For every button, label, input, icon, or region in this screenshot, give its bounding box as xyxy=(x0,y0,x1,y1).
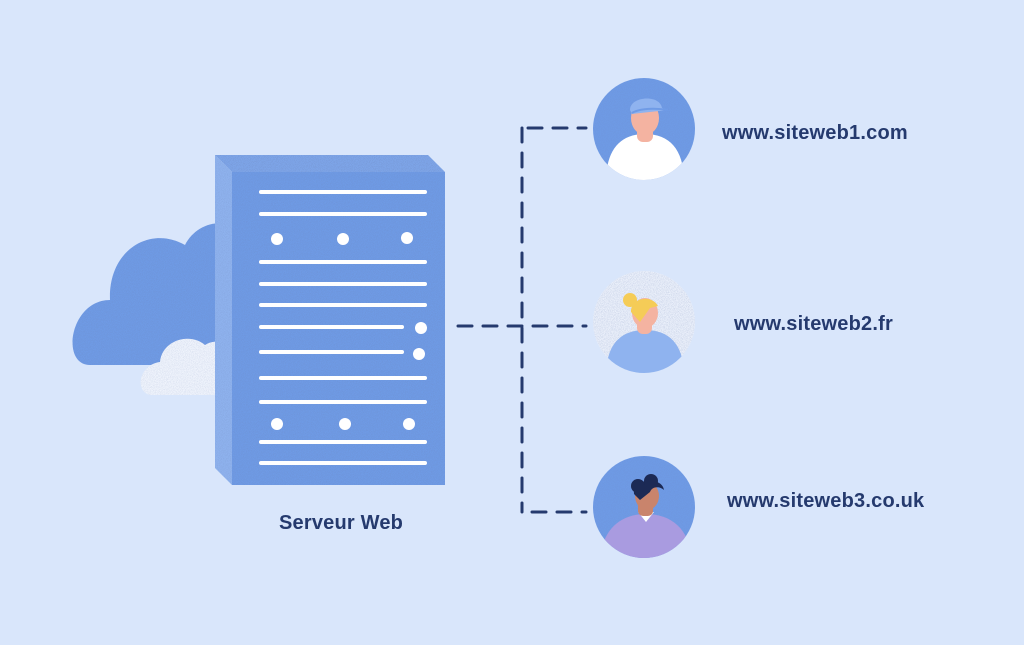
server-indicator-dot xyxy=(271,233,283,245)
connector-lines xyxy=(456,126,588,514)
server-icon xyxy=(215,155,445,485)
user-avatar-blonde-icon xyxy=(593,271,695,373)
server-panel-dots xyxy=(271,232,427,430)
server-indicator-dot xyxy=(271,418,283,430)
server-indicator-dot xyxy=(339,418,351,430)
user-avatar-cap-icon xyxy=(593,78,695,180)
server-panel-lines xyxy=(259,190,427,465)
server-indicator-dot xyxy=(415,322,427,334)
server-indicator-dot xyxy=(337,233,349,245)
server-indicator-dot xyxy=(403,418,415,430)
server-indicator-dot xyxy=(401,232,413,244)
server-indicator-dot xyxy=(413,348,425,360)
site-label-1: www.siteweb1.com xyxy=(722,122,908,144)
site-label-2: www.siteweb2.fr xyxy=(734,313,893,335)
user-avatar-dark-hair-icon xyxy=(593,456,695,558)
site-label-3: www.siteweb3.co.uk xyxy=(727,490,925,512)
server-label: Serveur Web xyxy=(279,512,404,534)
